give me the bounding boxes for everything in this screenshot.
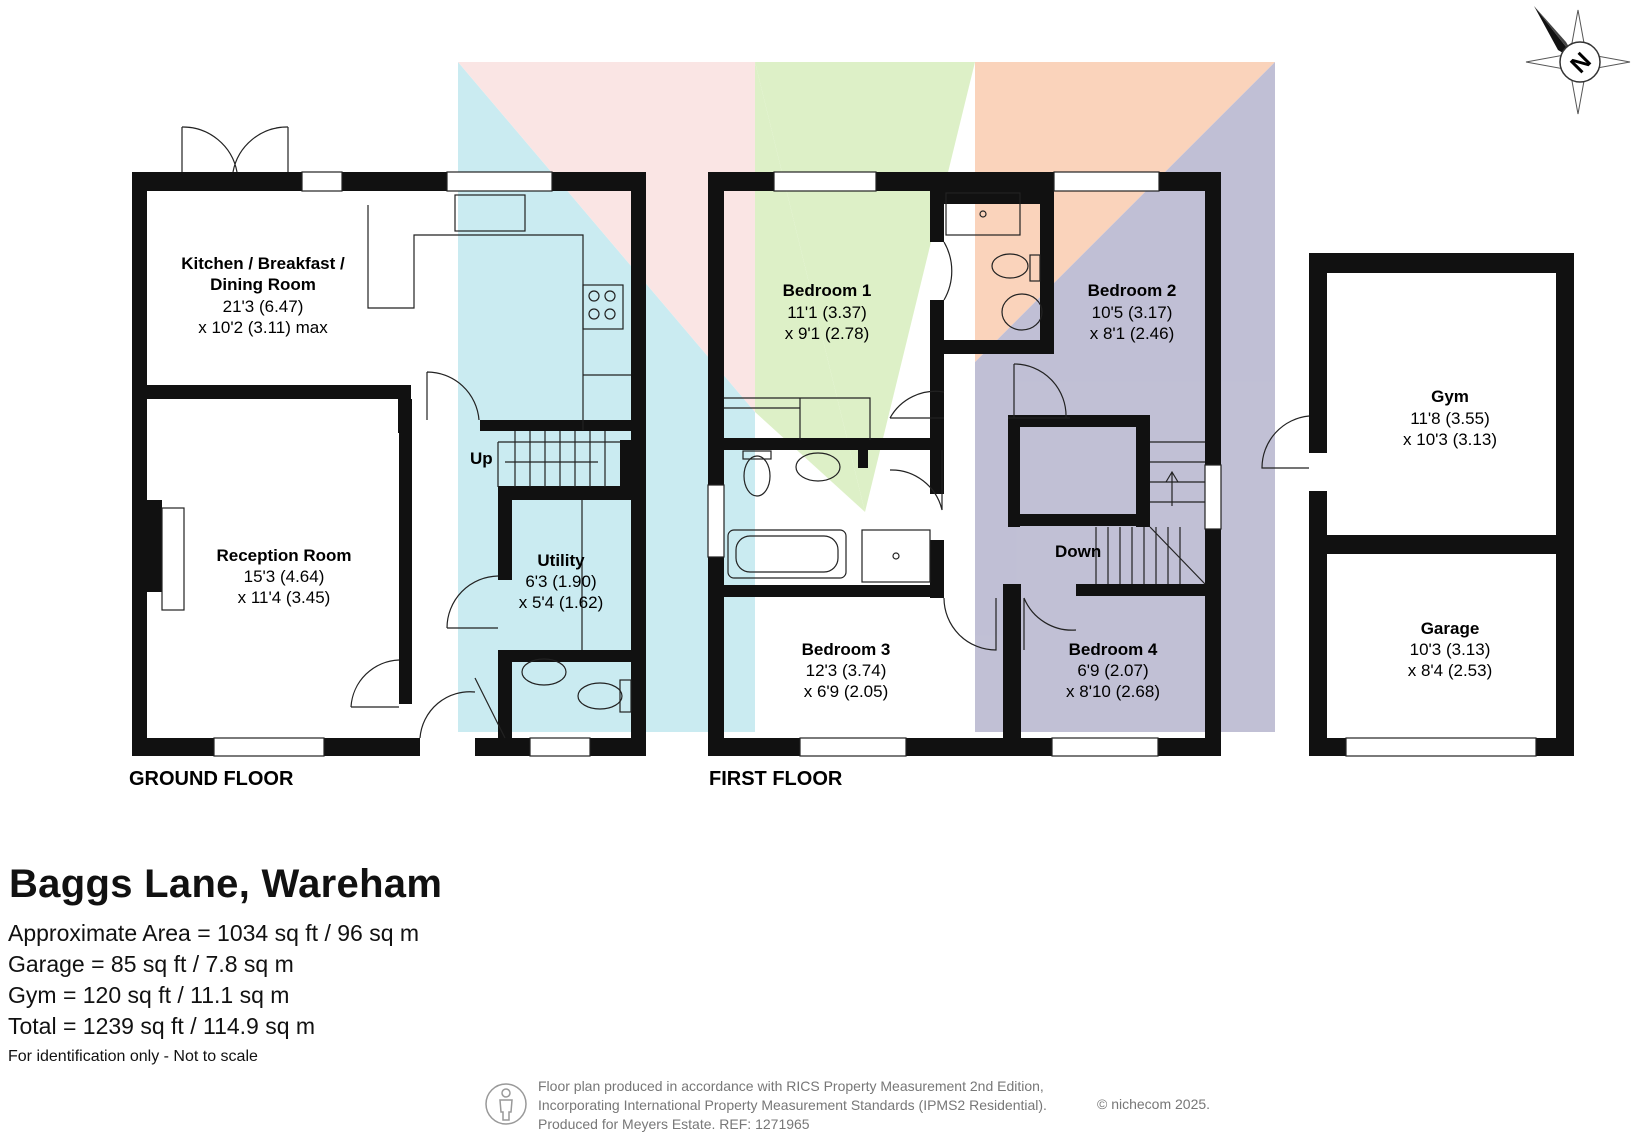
svg-text:6'3 (1.90): 6'3 (1.90) bbox=[525, 572, 596, 591]
svg-text:21'3 (6.47): 21'3 (6.47) bbox=[223, 297, 304, 316]
svg-text:Garage: Garage bbox=[1421, 619, 1480, 638]
svg-text:Utility: Utility bbox=[537, 551, 585, 570]
footer-credits: Floor plan produced in accordance with R… bbox=[538, 1077, 1047, 1134]
svg-text:Bedroom 2: Bedroom 2 bbox=[1088, 281, 1177, 300]
area-approximate: Approximate Area = 1034 sq ft / 96 sq m bbox=[8, 920, 420, 946]
svg-text:10'3 (3.13): 10'3 (3.13) bbox=[1410, 640, 1491, 659]
garage-label: Garage 10'3 (3.13) x 8'4 (2.53) bbox=[1408, 619, 1493, 680]
reception-label: Reception Room 15'3 (4.64) x 11'4 (3.45) bbox=[216, 546, 351, 607]
svg-text:Reception Room: Reception Room bbox=[216, 546, 351, 565]
svg-text:x 8'4 (2.53): x 8'4 (2.53) bbox=[1408, 661, 1493, 680]
stairs-up-label: Up bbox=[470, 449, 493, 468]
area-summary: Approximate Area = 1034 sq ft / 96 sq m … bbox=[8, 918, 419, 1042]
svg-text:10'5 (3.17): 10'5 (3.17) bbox=[1092, 303, 1173, 322]
svg-text:Bedroom 1: Bedroom 1 bbox=[783, 281, 872, 300]
outbuilding-walls bbox=[1309, 253, 1574, 756]
compass-icon: N bbox=[1525, 6, 1631, 115]
svg-text:x 8'10 (2.68): x 8'10 (2.68) bbox=[1066, 682, 1160, 701]
area-garage: Garage = 85 sq ft / 7.8 sq m bbox=[8, 951, 294, 977]
first-floor-label: FIRST FLOOR bbox=[709, 768, 843, 790]
svg-text:x 11'4 (3.45): x 11'4 (3.45) bbox=[238, 588, 331, 607]
svg-text:Bedroom 3: Bedroom 3 bbox=[802, 640, 891, 659]
copyright: © nichecom 2025. bbox=[1097, 1096, 1211, 1112]
kitchen-label: Kitchen / Breakfast / Dining Room 21'3 (… bbox=[181, 254, 345, 337]
svg-text:15'3 (4.64): 15'3 (4.64) bbox=[244, 567, 325, 586]
utility-label: Utility 6'3 (1.90) x 5'4 (1.62) bbox=[519, 551, 604, 612]
svg-text:12'3 (3.74): 12'3 (3.74) bbox=[806, 661, 887, 680]
disclaimer: For identification only - Not to scale bbox=[8, 1048, 258, 1065]
bedroom3-label: Bedroom 3 12'3 (3.74) x 6'9 (2.05) bbox=[802, 640, 891, 701]
area-gym: Gym = 120 sq ft / 11.1 sq m bbox=[8, 982, 290, 1008]
gym-label: Gym 11'8 (3.55) x 10'3 (3.13) bbox=[1403, 387, 1497, 449]
footer-line-1: Floor plan produced in accordance with R… bbox=[538, 1078, 1044, 1094]
svg-text:6'9 (2.07): 6'9 (2.07) bbox=[1077, 661, 1148, 680]
svg-text:Kitchen / Breakfast /: Kitchen / Breakfast / bbox=[181, 254, 345, 273]
svg-text:x 8'1 (2.46): x 8'1 (2.46) bbox=[1090, 324, 1175, 343]
svg-text:x 5'4 (1.62): x 5'4 (1.62) bbox=[519, 593, 604, 612]
footer-line-3: Produced for Meyers Estate. REF: 1271965 bbox=[538, 1116, 810, 1132]
svg-text:11'8 (3.55): 11'8 (3.55) bbox=[1410, 409, 1489, 428]
person-icon bbox=[485, 1083, 527, 1125]
svg-text:x 10'3 (3.13): x 10'3 (3.13) bbox=[1403, 430, 1497, 449]
bedroom2-label: Bedroom 2 10'5 (3.17) x 8'1 (2.46) bbox=[1088, 281, 1177, 343]
svg-text:x 6'9 (2.05): x 6'9 (2.05) bbox=[804, 682, 889, 701]
stairs-down-label: Down bbox=[1055, 542, 1101, 561]
ground-floor-details bbox=[161, 126, 632, 757]
overlay-pink bbox=[458, 62, 755, 412]
first-floor-details bbox=[707, 171, 1222, 757]
svg-text:Gym: Gym bbox=[1431, 387, 1469, 406]
area-total: Total = 1239 sq ft / 114.9 sq m bbox=[8, 1013, 316, 1039]
bedroom1-label: Bedroom 1 11'1 (3.37) x 9'1 (2.78) bbox=[783, 281, 872, 343]
svg-text:Dining Room: Dining Room bbox=[210, 275, 316, 294]
ground-floor-label: GROUND FLOOR bbox=[129, 768, 294, 790]
footer-line-2: Incorporating International Property Mea… bbox=[538, 1097, 1047, 1113]
svg-text:x 9'1 (2.78): x 9'1 (2.78) bbox=[785, 324, 870, 343]
first-floor-walls bbox=[708, 172, 1221, 756]
view-overlays bbox=[458, 62, 1275, 732]
property-title: Baggs Lane, Wareham bbox=[9, 862, 443, 906]
svg-text:x 10'2 (3.11) max: x 10'2 (3.11) max bbox=[198, 318, 328, 337]
overlay-blue bbox=[458, 62, 755, 732]
ground-floor-walls bbox=[132, 172, 646, 756]
overlay-slate bbox=[975, 62, 1275, 732]
bedroom4-label: Bedroom 4 6'9 (2.07) x 8'10 (2.68) bbox=[1066, 640, 1160, 701]
svg-text:Bedroom 4: Bedroom 4 bbox=[1069, 640, 1158, 659]
svg-text:11'1 (3.37): 11'1 (3.37) bbox=[787, 303, 866, 322]
outbuilding-details bbox=[1261, 415, 1537, 757]
